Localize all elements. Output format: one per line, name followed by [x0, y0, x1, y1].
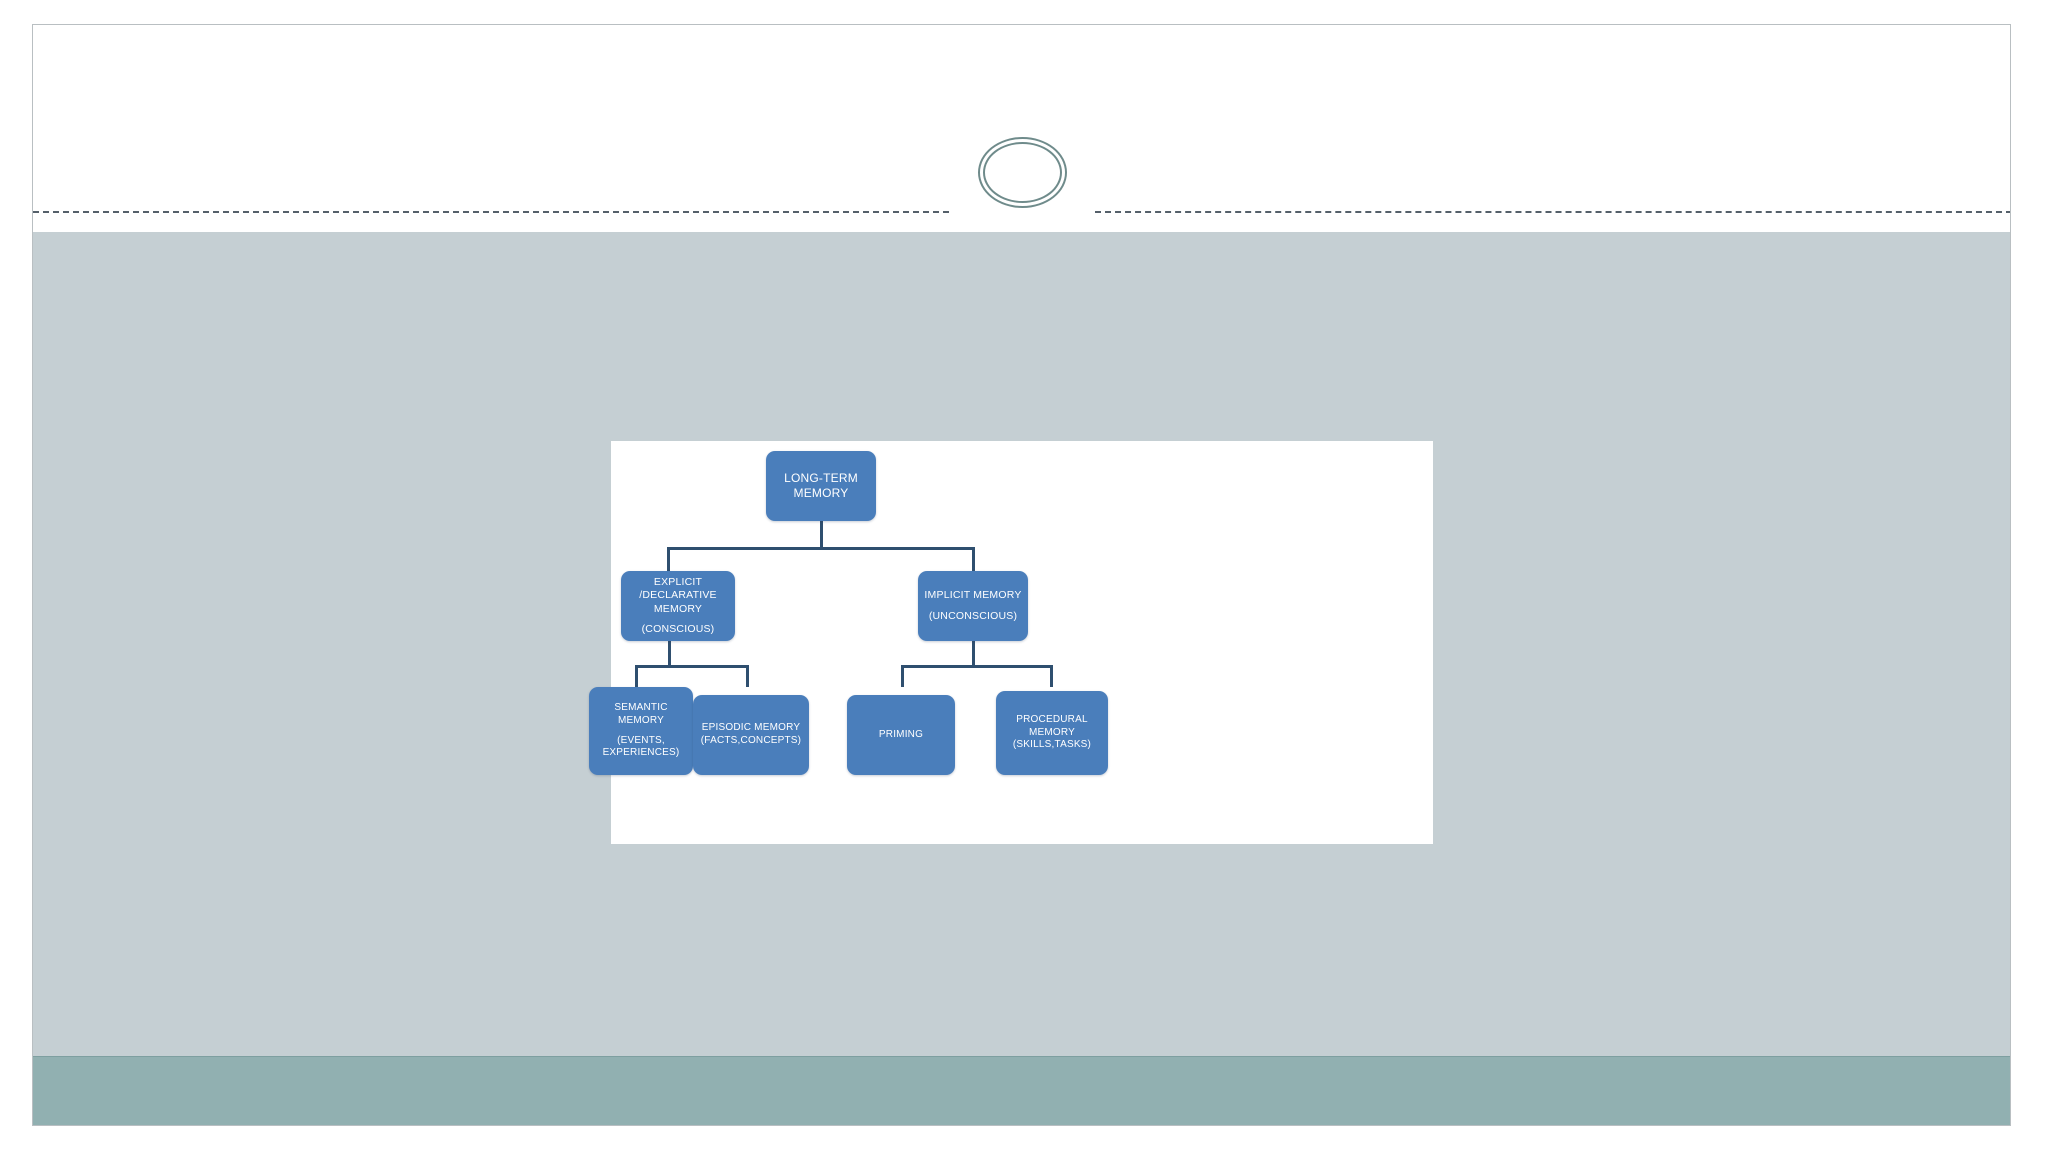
connector-drop-priming — [901, 665, 904, 687]
ornament-outer-ring — [978, 137, 1067, 208]
node-line: EXPLICIT — [653, 575, 703, 588]
connector-level1-bus — [667, 547, 975, 550]
node-line: LONG-TERM — [784, 470, 858, 485]
ornament-inner-ring — [983, 142, 1062, 203]
connector-implicit-bus — [901, 665, 1053, 668]
node-line: (FACTS,CONCEPTS) — [700, 735, 802, 746]
node-semantic-memory[interactable]: SEMANTIC MEMORY (EVENTS, EXPERIENCES) — [589, 687, 693, 775]
slide-footer-band — [33, 1056, 2010, 1125]
node-line: PRIMING — [878, 728, 924, 740]
node-long-term-memory[interactable]: LONG-TERM MEMORY — [766, 451, 876, 521]
node-line: PROCEDURAL — [1016, 713, 1088, 725]
divider-line-left — [33, 211, 949, 213]
node-line: MEMORY — [1028, 726, 1076, 738]
node-explicit-declarative-memory[interactable]: EXPLICIT /DECLARATIVE MEMORY (CONSCIOUS) — [621, 571, 735, 641]
node-line: MEMORY — [793, 486, 849, 500]
divider-line-right — [1095, 211, 2010, 213]
connector-root-stem — [820, 519, 823, 549]
node-line: (CONSCIOUS) — [641, 622, 715, 635]
node-line: SEMANTIC — [614, 701, 668, 713]
connector-drop-explicit — [667, 547, 670, 573]
node-line: MEMORY — [617, 714, 665, 726]
connector-drop-implicit — [972, 547, 975, 573]
node-episodic-memory[interactable]: EPISODIC MEMORY (FACTS,CONCEPTS) — [693, 695, 809, 775]
connector-explicit-bus — [635, 665, 749, 668]
node-line: /DECLARATIVE — [639, 589, 717, 602]
node-line: (EVENTS, — [617, 734, 665, 746]
diagram-image-panel: LONG-TERM MEMORY EXPLICIT /DECLARATIVE M… — [589, 441, 1433, 844]
node-line: EXPERIENCES) — [602, 747, 680, 759]
node-priming[interactable]: PRIMING — [847, 695, 955, 775]
connector-drop-procedural — [1050, 665, 1053, 687]
double-ellipse-ornament-icon — [978, 137, 1068, 209]
slide: LONG-TERM MEMORY EXPLICIT /DECLARATIVE M… — [32, 24, 2011, 1126]
node-line: MEMORY — [653, 602, 703, 615]
node-implicit-memory[interactable]: IMPLICIT MEMORY (UNCONSCIOUS) — [918, 571, 1028, 641]
node-line: (UNCONSCIOUS) — [928, 609, 1018, 622]
node-line: EPISODIC MEMORY — [701, 722, 801, 734]
connector-drop-episodic — [746, 665, 749, 687]
connector-drop-semantic — [635, 665, 638, 687]
node-procedural-memory[interactable]: PROCEDURAL MEMORY (SKILLS,TASKS) — [996, 691, 1108, 775]
node-line: (SKILLS,TASKS) — [1012, 739, 1092, 751]
connector-implicit-stem — [972, 639, 975, 667]
node-line: IMPLICIT MEMORY — [924, 589, 1022, 602]
connector-explicit-stem — [668, 639, 671, 667]
